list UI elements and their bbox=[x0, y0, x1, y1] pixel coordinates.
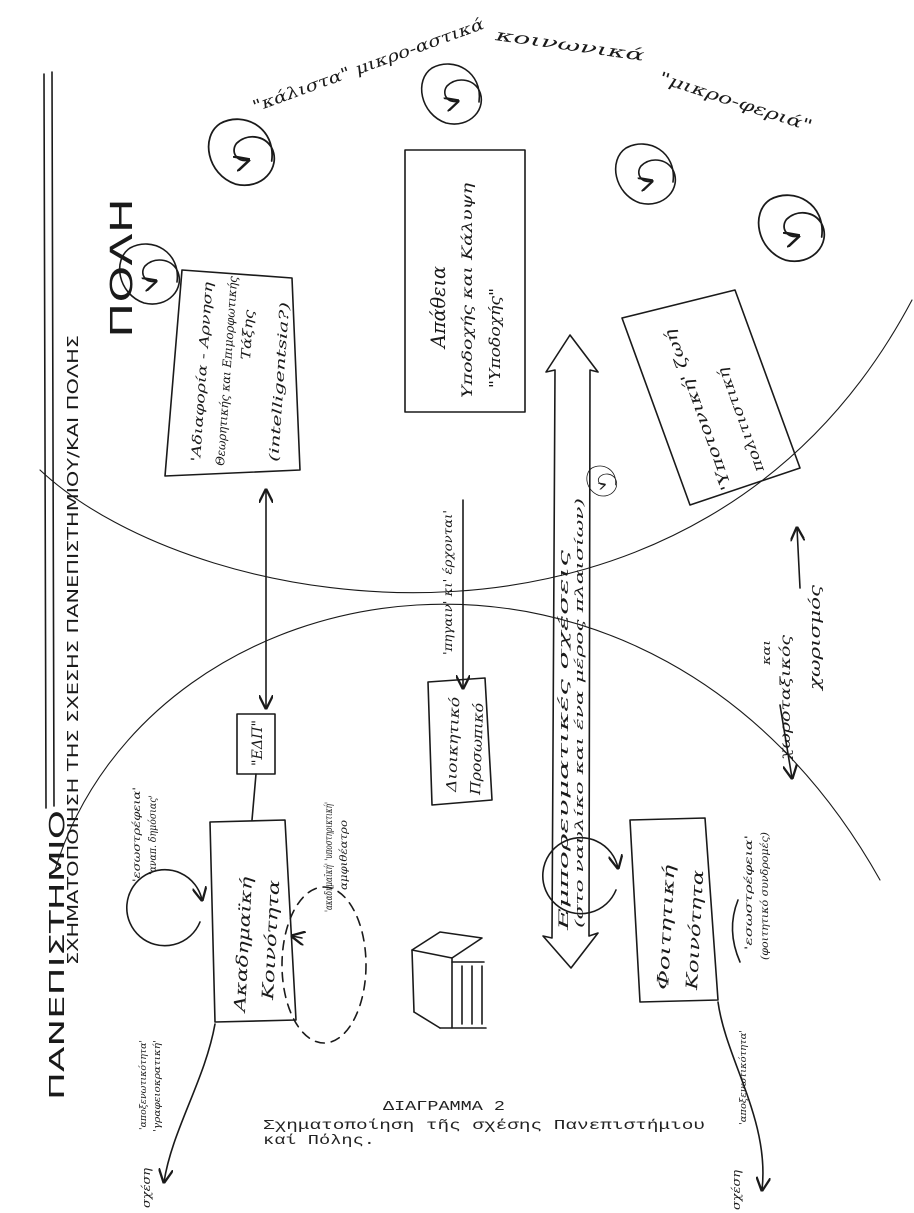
academic-community-box: Ακαδημαϊκή Κοινότητα bbox=[209, 819, 297, 1023]
dashed-circle bbox=[281, 886, 367, 1044]
student-relation-arrow bbox=[717, 1001, 763, 1190]
student-loop-note: 'εσωστρέφεια' bbox=[744, 835, 755, 950]
left-double-rule bbox=[43, 71, 55, 809]
commercial-relations-line: Εμπορευματικές σχέσεις bbox=[557, 548, 572, 932]
student-community-line: Κοινότητα bbox=[682, 869, 707, 992]
caption-title: ΔΙΑΓΡΑΜΜΑ 2 bbox=[383, 1099, 505, 1115]
segregation-arrow-down bbox=[779, 704, 792, 778]
segregation-label: χωροταξικός bbox=[778, 635, 794, 762]
academic-community-line: Κοινότητα bbox=[258, 879, 283, 1002]
apathy-box-line: "Υποδοχής" bbox=[486, 288, 504, 388]
apathy-box-line: Υποδοχής και Κάλυψη bbox=[460, 182, 476, 398]
caption-line: καί Πόλης. bbox=[263, 1133, 375, 1149]
academic-community-line: Ακαδημαϊκή bbox=[230, 876, 256, 1015]
university-building-icon bbox=[411, 931, 487, 1029]
region-label-university: ΠΑΝΕΠΙΣΤΗΜΙΟ bbox=[45, 810, 69, 1100]
top-annotation-part: "μικρο-φεριά" bbox=[657, 68, 815, 136]
edp-box-label: "ΕΔΠ" bbox=[250, 720, 266, 766]
cultural-life-box-line: 'Υποτονική' ζωή bbox=[661, 327, 736, 493]
side-title: ΣΧΗΜΑΤΟΠΟΙΗΣΗ ΤΗΣ ΣΧΕΣΗΣ ΠΑΝΕΠΙΣΤΗΜΙΟΥ/Κ… bbox=[64, 335, 82, 965]
academic-relation-label: σχέση bbox=[140, 1168, 153, 1208]
student-loop bbox=[542, 836, 618, 915]
attitude-box-line: Θεωρητικής και Επιμορφωτικής bbox=[213, 275, 240, 466]
top-annotation-part: κοινωνικά bbox=[493, 25, 646, 65]
commercial-relations-arrow: Εμπορευματικές σχέσεις (στο ναυλίκο και … bbox=[542, 334, 599, 969]
apathy-box-line: Απάθεια bbox=[426, 266, 450, 350]
caption-line: Σχηματοποίηση τῆς σχέσης Πανεπιστήμιου bbox=[263, 1118, 705, 1134]
edp-box: "ΕΔΠ" bbox=[236, 713, 276, 775]
student-community-box: Φοιτητική Κοινότητα bbox=[629, 817, 719, 1003]
city-boundary-arc bbox=[39, 299, 913, 594]
spatial-segregation: και χωροταξικός χωρισμός bbox=[760, 528, 824, 778]
figure-caption: ΔΙΑΓΡΑΜΜΑ 2 Σχηματοποίηση τῆς σχέσης Παν… bbox=[263, 1099, 705, 1149]
dashed-circle-note: αμφιθέατρο bbox=[339, 820, 350, 890]
commute-label: 'πηγαιν' κι' έρχονται' bbox=[441, 510, 455, 655]
dashed-circle-note: 'ακαδημαϊκή' 'υποστηρικτική' bbox=[324, 802, 335, 912]
academic-relation-arrow bbox=[164, 1023, 216, 1182]
segregation-label: χωρισμός bbox=[806, 584, 824, 691]
academic-loop bbox=[126, 868, 202, 947]
apathy-box: Απάθεια Υποδοχής και Κάλυψη "Υποδοχής" bbox=[404, 149, 526, 413]
segregation-arrow-up bbox=[797, 528, 800, 589]
segregation-label: και bbox=[760, 640, 773, 666]
spiral-icon bbox=[209, 119, 275, 185]
attitude-box: 'Αδιαφορία - Αρνηση Θεωρητικής και Επιμο… bbox=[164, 269, 301, 477]
spiral-icon bbox=[422, 64, 482, 124]
student-community-line: Φοιτητική bbox=[653, 864, 679, 990]
academic-bottom-note: 'γραφειοκρατική' bbox=[152, 1040, 163, 1132]
student-relation-label: σχέση bbox=[730, 1170, 743, 1210]
attitude-box-line: 'Αδιαφορία - Αρνηση bbox=[189, 281, 217, 462]
university-boundary-arc bbox=[54, 603, 881, 881]
connector-edp-academic bbox=[251, 773, 257, 821]
admin-staff-box: Διοικητικό Προσωπικό bbox=[427, 677, 493, 806]
student-bottom-note: 'αποξενωτικότητα' bbox=[738, 1030, 749, 1125]
commercial-relations-line: (στο ναυλίκο και ένα μέρος πλαισίων) bbox=[573, 498, 586, 928]
dashed-circle-arrow bbox=[292, 936, 302, 938]
attitude-box-line: Τάξης bbox=[239, 308, 258, 360]
attitude-box-line: (intelligentsia?) bbox=[267, 302, 293, 463]
student-bracket bbox=[731, 899, 741, 963]
spiral-icon bbox=[616, 144, 676, 204]
top-annotation: "κάλιστα" μικρο-αστικά κοινωνικά "μικρο-… bbox=[250, 14, 815, 135]
admin-staff-box-line: Διοικητικό bbox=[444, 697, 463, 794]
region-label-city: ΠΟΛΗ bbox=[105, 198, 140, 338]
academic-loop-note: 'εσωστρέφεια' bbox=[132, 787, 143, 882]
spiral-icon bbox=[587, 466, 617, 496]
spiral-icon bbox=[759, 195, 825, 261]
academic-bottom-note: 'αποξενωτικότητα' bbox=[138, 1040, 149, 1130]
admin-staff-box-line: Προσωπικό bbox=[468, 703, 487, 797]
cultural-life-box: 'Υποτονική' ζωή πολιτιστική bbox=[621, 289, 801, 506]
student-loop-note: (φοιτητικό συνδρομές) bbox=[760, 832, 771, 960]
academic-loop-note: 'αναπ. δημόσιας' bbox=[148, 795, 159, 875]
